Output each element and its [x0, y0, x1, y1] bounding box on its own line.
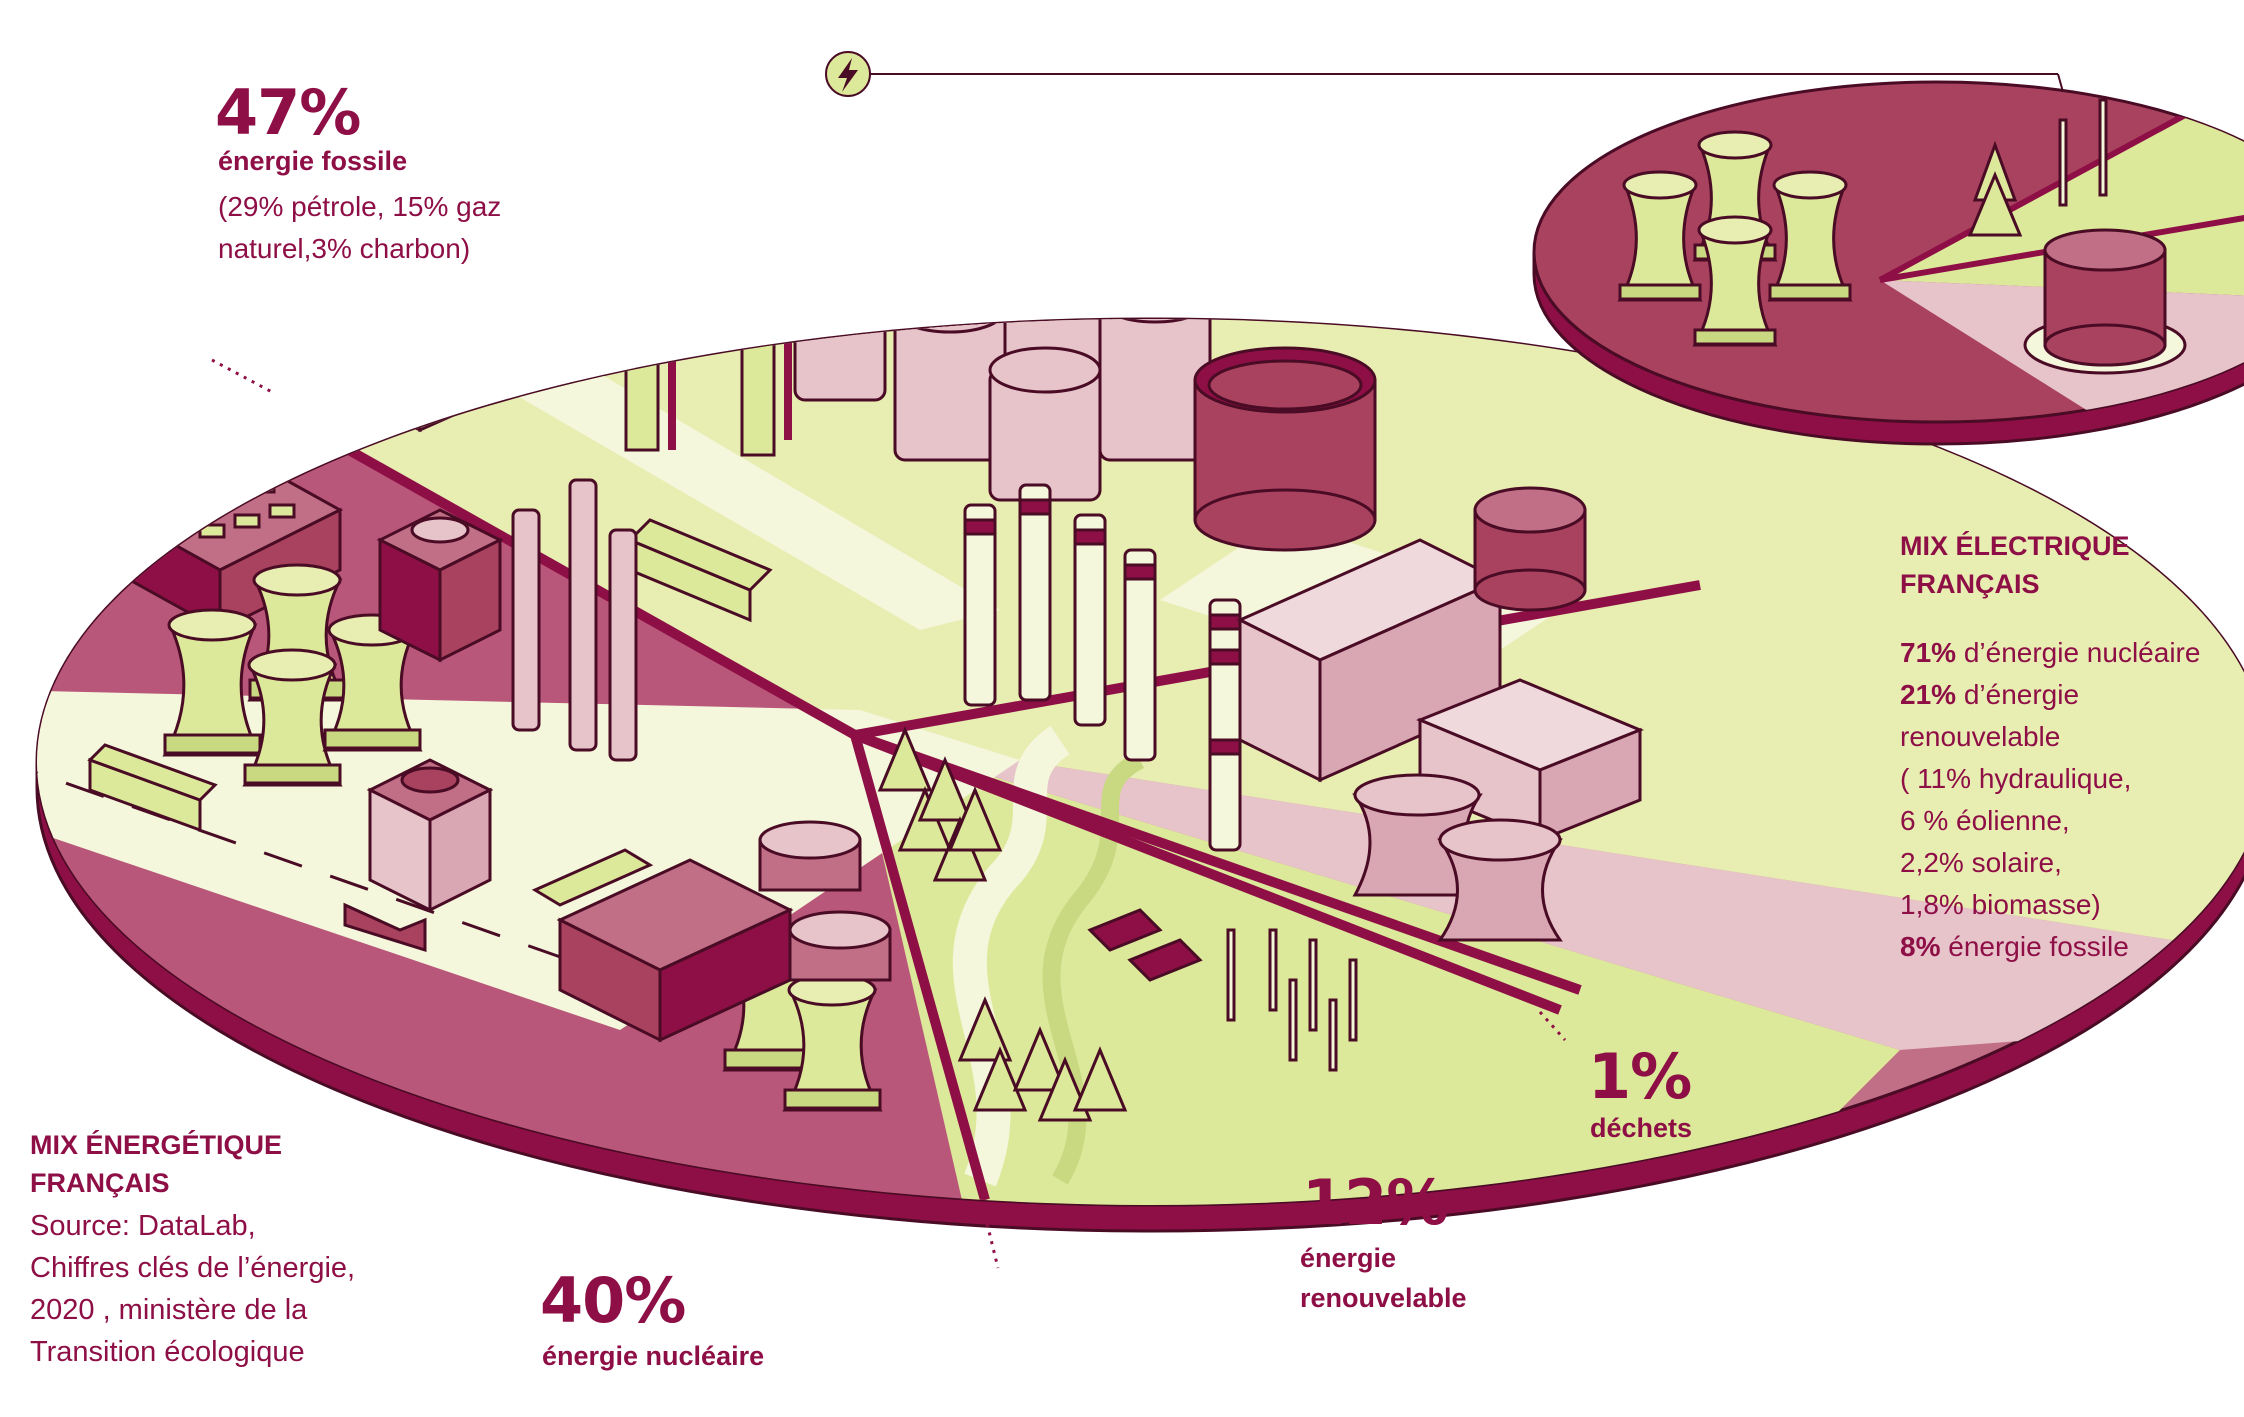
electric-fossil-text: énergie fossile: [1948, 931, 2129, 962]
electric-wind: 6 % éolienne,: [1900, 805, 2070, 836]
renewable-label-1: énergie: [1300, 1243, 1397, 1273]
renewable-percent: 12%: [1302, 1166, 1448, 1239]
fossil-percent: 47%: [215, 76, 361, 149]
electric-nuclear-text: d’énergie nucléaire: [1963, 637, 2201, 668]
waste-label: déchets: [1590, 1113, 1693, 1143]
energy-mix-title-1: MIX ÉNERGÉTIQUE: [30, 1130, 283, 1160]
electric-mix-title-1: MIX ÉLECTRIQUE: [1900, 531, 2130, 561]
fossil-detail-2: naturel,3% charbon): [218, 233, 471, 264]
main-energy-disc: [35, 317, 2244, 1269]
energy-mix-source-3: 2020 , ministère de la: [30, 1294, 308, 1326]
energy-mix-source-4: Transition écologique: [30, 1336, 305, 1368]
renewable-sector: [855, 735, 1900, 1205]
electric-nuclear-line: 71% d’énergie nucléaire: [1900, 632, 2200, 674]
electric-hydro: ( 11% hydraulique,: [1900, 763, 2132, 794]
renewable-label-2: renouvelable: [1300, 1283, 1467, 1313]
connector-line: [825, 51, 2064, 97]
electric-solar: 2,2% solaire,: [1900, 847, 2062, 878]
electric-renew-line: 21% d’énergie: [1900, 674, 2079, 716]
electric-fossil-line: 8% énergie fossile: [1900, 926, 2129, 968]
fossil-label: énergie fossile: [218, 146, 408, 176]
lightning-bolt-icon: [838, 58, 858, 92]
electric-renew-text: d’énergie: [1963, 679, 2080, 710]
electric-renew-pct: 21%: [1900, 679, 1957, 710]
energy-mix-title-2: FRANÇAIS: [30, 1168, 170, 1198]
electric-fossil-pct: 8%: [1900, 931, 1941, 962]
nuclear-percent: 40%: [540, 1264, 686, 1337]
electric-biomass: 1,8% biomasse): [1900, 889, 2101, 920]
electric-renew-text-2: renouvelable: [1900, 721, 2061, 752]
energy-mix-source-1: Source: DataLab,: [30, 1210, 256, 1242]
electric-mix-title-2: FRANÇAIS: [1900, 569, 2040, 599]
nuclear-label: énergie nucléaire: [542, 1341, 765, 1371]
fossil-detail-1: (29% pétrole, 15% gaz: [218, 191, 502, 222]
waste-percent: 1%: [1588, 1040, 1692, 1113]
energy-mix-source-2: Chiffres clés de l’énergie,: [30, 1252, 356, 1284]
electric-nuclear-pct: 71%: [1900, 637, 1957, 668]
